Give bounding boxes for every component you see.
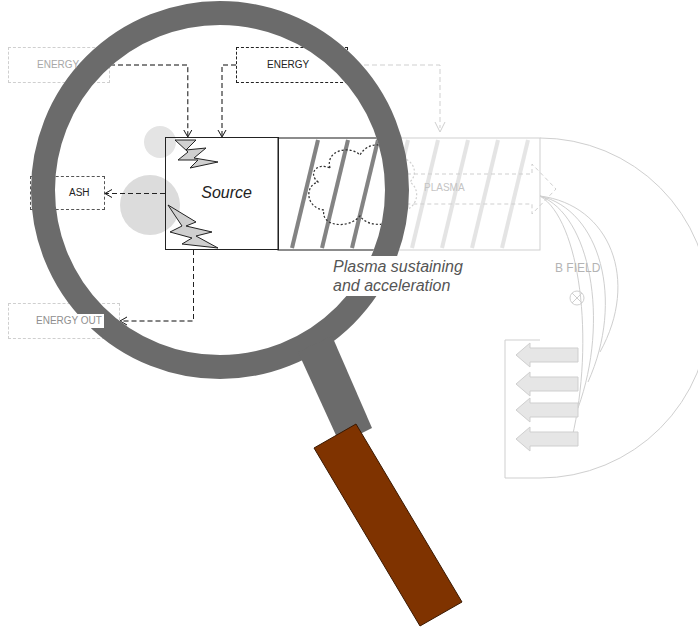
- connector-line: [120, 250, 194, 321]
- node-text: ENERGY OUT: [34, 314, 104, 328]
- plasma-label: PLASMA: [424, 182, 494, 194]
- node-text: Source: [201, 184, 252, 202]
- connector-line: [110, 65, 188, 137]
- node-text: ENERGY: [267, 59, 309, 71]
- stage-label: Plasma sustaining and acceleration: [330, 256, 496, 296]
- source-box: Source: [165, 137, 279, 250]
- energy-connector: [120, 250, 194, 321]
- connector-line: [110, 65, 188, 137]
- connector-line: [222, 65, 236, 137]
- node-text: ENERGY: [37, 59, 79, 71]
- energy-connector: [110, 65, 188, 137]
- field-label: B FIELD: [555, 261, 625, 275]
- connector-line: [222, 65, 236, 137]
- energy-connector: [105, 193, 165, 194]
- energy-connector: [222, 65, 236, 137]
- connector-line: [120, 250, 194, 321]
- connector-line: [105, 193, 165, 194]
- connector-line: [105, 193, 165, 194]
- node-text: ASH: [69, 187, 90, 199]
